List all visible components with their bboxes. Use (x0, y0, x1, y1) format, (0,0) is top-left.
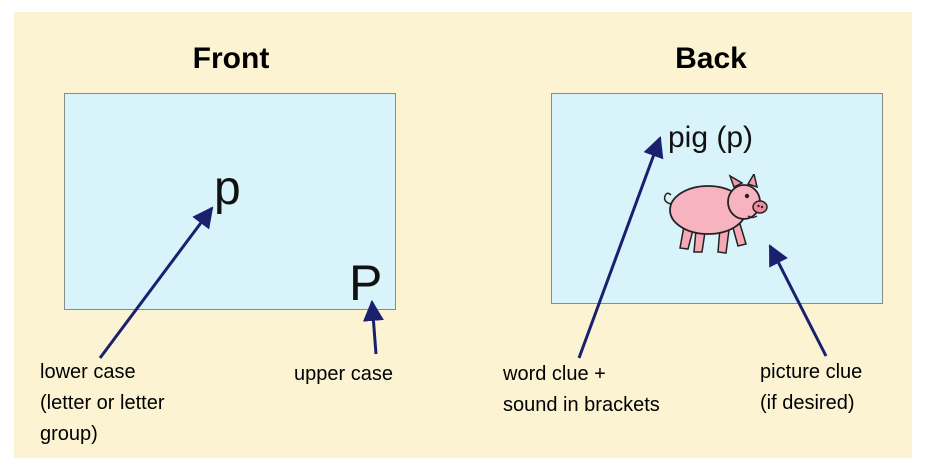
front-uppercase-letter: P (349, 255, 383, 311)
arrow-word-clue (577, 136, 664, 359)
arrow-upper-case (362, 299, 384, 355)
front-card (64, 93, 396, 310)
front-lowercase-letter: p (214, 162, 241, 215)
pig-icon (663, 174, 768, 254)
front-heading: Front (192, 42, 270, 75)
back-word-clue: pig (p) (668, 121, 754, 154)
arrow-picture-clue (768, 244, 828, 357)
upper-case-label: upper case (294, 363, 393, 385)
arrow-lower-case (98, 206, 214, 359)
word-clue-label: word clue + sound in brackets (503, 363, 660, 416)
back-heading: Back (675, 42, 747, 75)
picture-clue-label: picture clue (if desired) (760, 361, 863, 414)
lower-case-label: lower case (letter or letter group) (40, 361, 165, 445)
